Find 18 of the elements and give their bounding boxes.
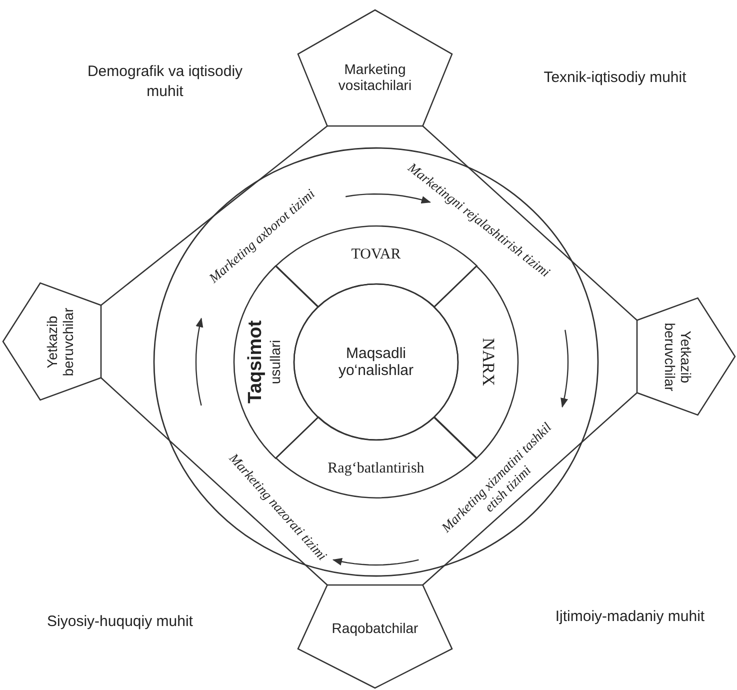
- node-text: Raqobatchilar: [332, 620, 418, 636]
- node-text: Marketing vositachilari: [337, 61, 413, 94]
- connector-line: [100, 126, 328, 306]
- node-text: Yetkazib beruvchilar: [44, 306, 76, 378]
- node-text: Yetkazib beruvchilar: [662, 321, 694, 393]
- environment-label: Siyosiy-huquqiy muhit: [46, 612, 194, 632]
- node-text: Taqsimot: [245, 320, 267, 404]
- connector-line: [422, 126, 638, 321]
- node-text: Rag‘batlantirish: [328, 460, 424, 478]
- node-text: usullari: [266, 340, 283, 384]
- environment-label: Texnik-iqtisodiy muhit: [542, 68, 688, 88]
- environment-label: Ijtimoiy-madaniy muhit: [554, 607, 706, 626]
- node-text: TOVAR: [351, 246, 401, 264]
- connector-line: [100, 377, 328, 586]
- node-text: Maqsadli yo‘nalishlar: [337, 344, 415, 380]
- node-text: NARX: [478, 338, 498, 386]
- environment-label: Demografik va iqtisodiy muhit: [86, 62, 244, 101]
- connector-line: [422, 392, 638, 586]
